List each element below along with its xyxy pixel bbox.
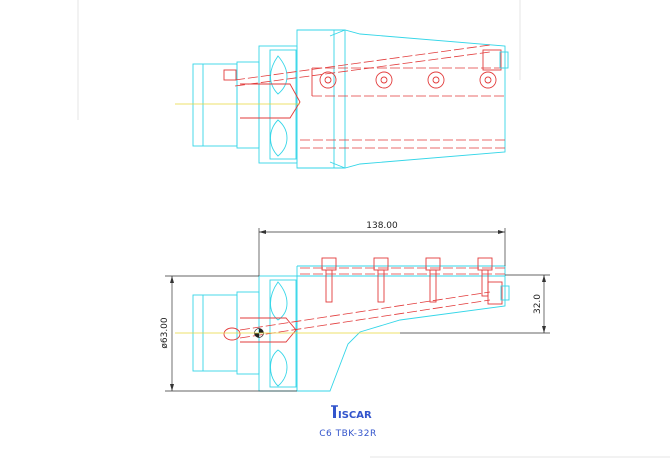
clamp-screws-side [321,257,493,303]
dimension-diameter-label: ø63.00 [160,317,170,349]
dimension-length-label: 138.00 [366,221,398,231]
front-view [175,257,510,392]
brand-logo: ISCAR [331,405,372,421]
screw-holes-top [319,71,497,89]
dimension-height-label: 32.0 [533,294,543,314]
page-edges [77,0,670,458]
drawing-caption: C6 TBK-32R [319,429,376,439]
dimension-diameter: ø63.00 [160,275,297,392]
dimension-height: 32.0 [400,274,550,334]
dimension-length: 138.00 [258,221,506,276]
top-view [175,29,509,169]
logo-text: ISCAR [338,410,372,421]
